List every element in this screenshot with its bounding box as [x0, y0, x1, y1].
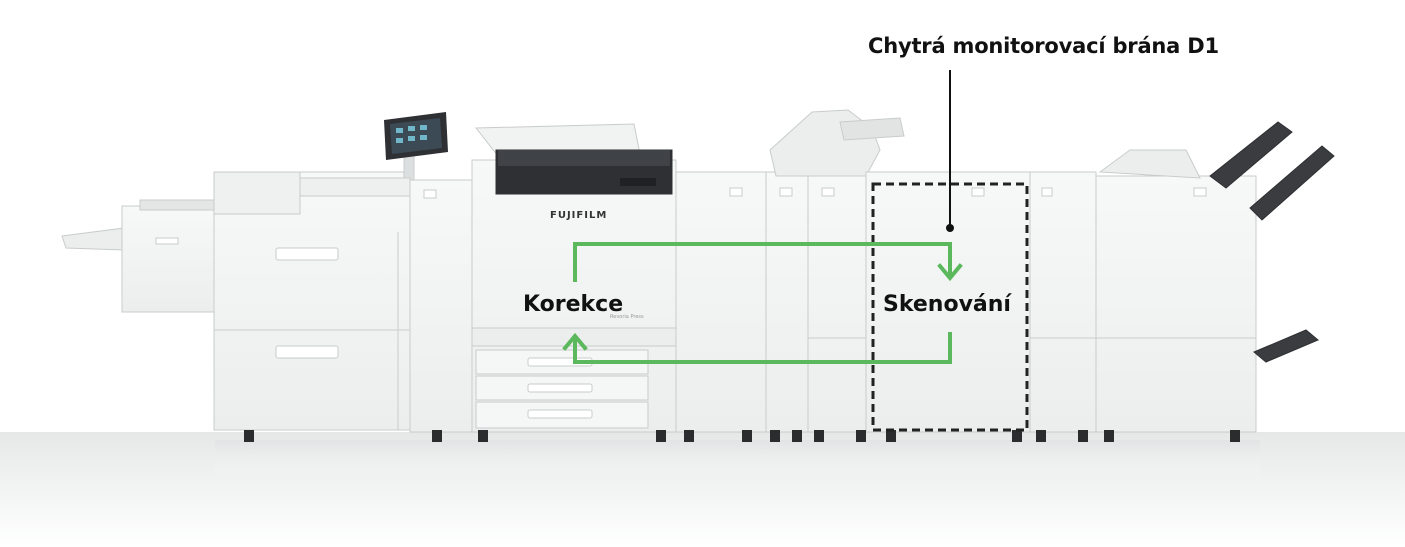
- arrow-correction-to-scan: [573, 242, 952, 282]
- gateway-title: Chytrá monitorovací brána D1: [868, 34, 1219, 58]
- correction-label: Korekce: [523, 292, 624, 317]
- output-tray-top: [1209, 121, 1293, 189]
- output-tray-bottom: [1253, 329, 1319, 363]
- feeder-drawer-handle-bottom: [275, 345, 339, 359]
- inline-modules: [675, 109, 1097, 433]
- gateway-leader-dot: [946, 224, 954, 232]
- feeder-main-cabinet: [213, 171, 411, 431]
- arrow-scan-to-correction: [573, 332, 952, 364]
- arrow-head-down: [937, 263, 963, 282]
- paper-feeder-module: [61, 171, 411, 431]
- casters: [244, 430, 1240, 442]
- feeder-tray: [61, 227, 125, 251]
- scanning-label: Skenování: [883, 292, 1011, 317]
- interface-module: [299, 177, 473, 433]
- feeder-side-unit: [121, 205, 219, 313]
- brand-logo: FUJIFILM: [550, 210, 607, 221]
- inserter-top: [769, 109, 881, 177]
- model-plate: Revoria Press: [610, 314, 644, 320]
- touch-control-panel: [384, 112, 448, 183]
- gateway-dashed-box: [871, 182, 1029, 432]
- arrow-head-up: [562, 332, 588, 351]
- output-tray-middle: [1249, 145, 1335, 221]
- floor-reflection: [215, 440, 1260, 480]
- flow-arrows: [562, 242, 963, 364]
- print-engine: FUJIFILM Revoria Press: [471, 123, 677, 433]
- feeder-drawer-handle-top: [275, 247, 339, 261]
- finisher-module: [1095, 121, 1335, 433]
- feeder-handle: [155, 237, 179, 245]
